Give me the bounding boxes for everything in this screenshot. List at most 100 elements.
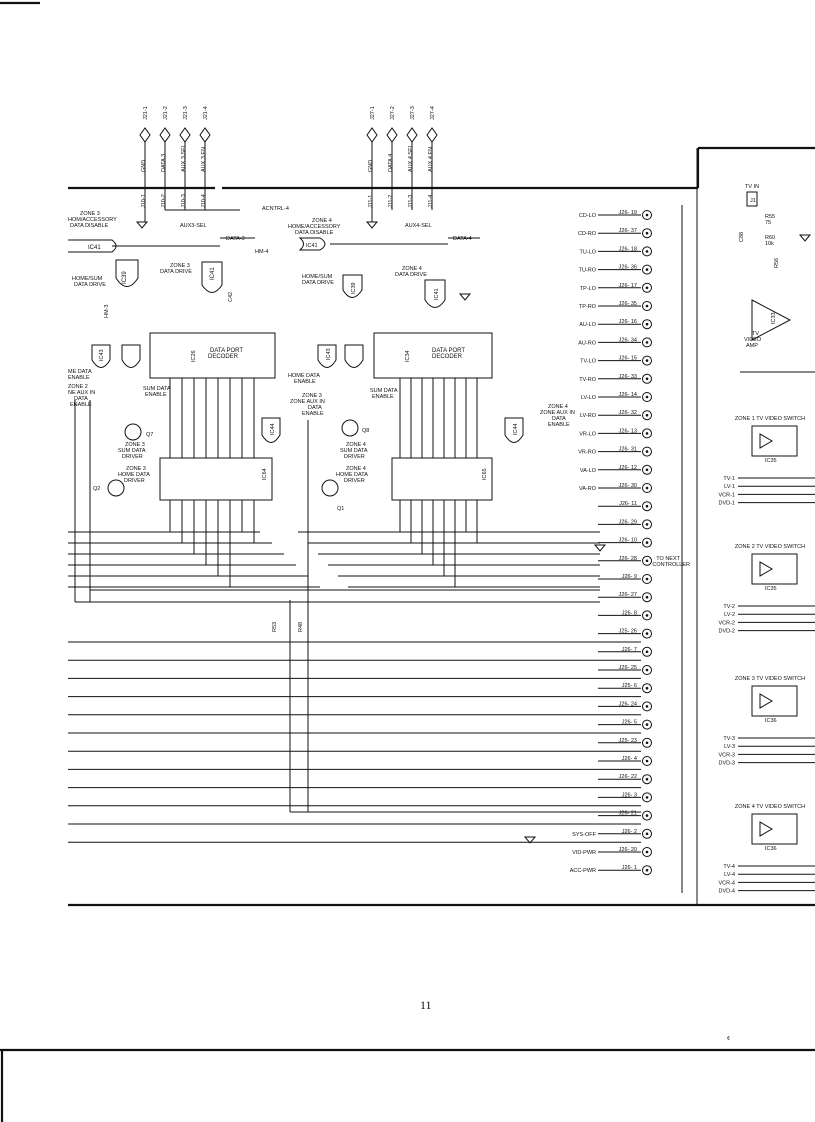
connector-label: AUX 4 EN (428, 147, 434, 172)
connector-diamond (179, 127, 191, 143)
ground-symbol (593, 544, 607, 552)
tv-in-label: TV IN (745, 184, 759, 190)
aux4-sel-label: AUX4-SEL (405, 223, 432, 229)
j26-terminal (642, 810, 652, 821)
j26-signal-label: AU-LO (579, 322, 597, 328)
j26-terminal-dot (645, 213, 649, 217)
j26-pin-label: J26- 35 (619, 301, 637, 307)
j26-terminal (642, 683, 652, 694)
c42-label: C42 (228, 292, 234, 302)
connector-pin: J10-4 (201, 194, 207, 208)
ic41-label-z4: IC41 (306, 243, 318, 249)
j26-pin-label: J26- 22 (619, 774, 637, 780)
ground-symbol (365, 221, 379, 229)
j26-terminal-dot (645, 650, 649, 654)
j26-pin-label: J26- 25 (619, 665, 637, 671)
j26-pin-label: J26- 10 (619, 538, 637, 544)
ic44-gate-z4 (504, 417, 524, 443)
j26-pin-label: J26- 17 (619, 283, 637, 289)
q1-transistor (321, 479, 339, 497)
zone-input-label: DVD-2 (718, 629, 735, 635)
ic39-label-z3: IC39 (122, 271, 128, 284)
j26-terminal (642, 828, 652, 839)
ic39-gate-z4 (342, 274, 363, 298)
ground-symbol (135, 221, 149, 229)
j26-terminal-dot (645, 268, 649, 271)
zone-input-label: LV-4 (724, 872, 735, 878)
ic41-gate-z4 (298, 237, 326, 251)
zone-switch-ic: IC35 (765, 458, 777, 464)
j26-terminal-dot (645, 850, 649, 854)
j26-signal-label: VID-PWR (572, 850, 596, 856)
ic41-gate2-z3 (201, 261, 223, 293)
j26-terminal (642, 337, 652, 348)
j26-terminal-dot (645, 705, 649, 708)
zone-buffer-triangle (759, 561, 773, 577)
j26-terminal-dot (645, 759, 649, 763)
zone-buffer-triangle (759, 433, 773, 449)
j26-terminal-dot (645, 486, 649, 490)
j26-terminal (642, 210, 652, 220)
j26-terminal (642, 537, 652, 548)
j26-terminal-dot (645, 814, 649, 817)
j26-signal-label: TU-LO (580, 249, 597, 255)
decoder-z3 (149, 332, 276, 379)
connector-net: J21-1 (143, 106, 149, 120)
zone-buffer-triangle (759, 821, 773, 837)
zone-input-label: LV-1 (724, 484, 735, 490)
r60-label: R60 (765, 235, 775, 241)
connector-pin: J10-1 (141, 194, 147, 208)
connector-diamond (159, 127, 171, 143)
j26-terminal (642, 392, 652, 402)
connector-pin: J11-1 (368, 195, 374, 208)
j26-terminal (642, 464, 652, 475)
j26-terminal-dot (645, 231, 649, 235)
ic43-gate-b-z3 (121, 344, 141, 368)
j26-terminal-dot (645, 523, 649, 526)
j26-terminal (642, 628, 652, 639)
j26-terminal-dot (645, 559, 649, 563)
j26-terminal (642, 319, 652, 330)
acntrl4-label: ACNTRL-4 (262, 206, 289, 212)
j26-terminal-dot (645, 632, 649, 635)
ic64-label: IC64 (262, 468, 268, 480)
j26-terminal-dot (645, 432, 649, 435)
j26-pin-label: J26- 3 (622, 792, 637, 798)
j26-terminal (642, 373, 652, 384)
j26-terminal-dot (645, 832, 649, 836)
j26-pin-label: J26- 33 (619, 374, 637, 380)
j26-terminal-dot (645, 304, 649, 308)
j26-pin-label: J26- 8 (622, 610, 637, 616)
j26-pin-label: J26- 12 (619, 465, 637, 471)
j26-signal-label: VA-LO (580, 468, 597, 474)
ic43-label-z3: IC43 (99, 349, 105, 361)
page-number: 11 (420, 998, 432, 1012)
connector-pin: J10-3 (181, 194, 187, 208)
j26-pin-label: J26- 11 (619, 501, 637, 507)
connector-pin: J10-2 (161, 194, 167, 208)
ic41-label2-z4: IC41 (434, 288, 440, 300)
ic43-gate-a-z3 (91, 344, 111, 368)
q8-label: Q8 (362, 428, 369, 434)
connector-label: DATA 3 (161, 154, 167, 172)
j26-signal-label: CD-RO (578, 231, 597, 237)
j26-pin-label: J26- 13 (619, 428, 637, 434)
zone-input-label: VCR-1 (718, 492, 735, 498)
ic65-label: IC65 (482, 468, 488, 480)
connector-net: J21-3 (183, 106, 189, 120)
j26-pin-label: J26- 37 (619, 228, 637, 234)
data3-label: DATA-3 (226, 236, 245, 242)
connector-diamond (406, 127, 418, 143)
j26-signal-label: TV-RO (579, 377, 597, 383)
page-mark: ¢ (727, 1036, 730, 1042)
r60-value: 10k (765, 241, 774, 247)
r53-label: R53 (272, 622, 278, 632)
j26-terminal-dot (645, 359, 649, 362)
ic39-gate-z3 (115, 259, 139, 287)
j26-pin-label: J26- 31 (619, 447, 637, 453)
